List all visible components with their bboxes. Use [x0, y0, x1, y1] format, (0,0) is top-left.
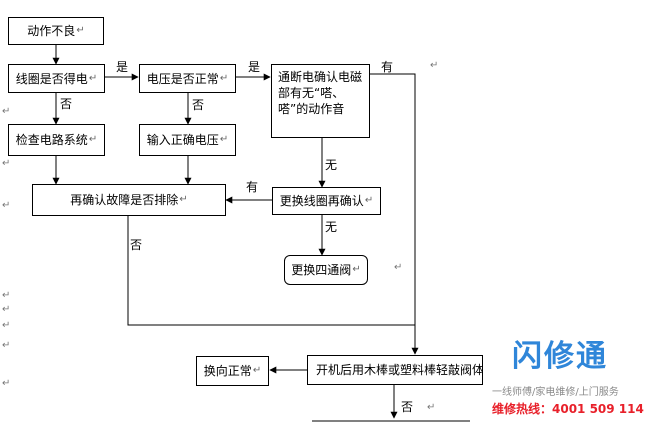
return-mark: ↵: [2, 378, 11, 389]
node-check-click-sound: 通断电确认电磁部有无“嗒、嗒”的动作音: [271, 64, 370, 138]
return-mark: ↵: [219, 134, 229, 145]
return-mark: ↵: [2, 200, 11, 211]
return-mark: ↵: [88, 134, 98, 145]
node-action-failure: 动作不良↵: [8, 17, 104, 45]
return-mark: ↵: [394, 262, 403, 273]
node-text: 电压是否正常: [146, 71, 219, 86]
return-mark: ↵: [2, 290, 11, 301]
node-replace-coil: 更换线圈再确认↵: [272, 187, 381, 215]
label-no-n3: 否: [192, 98, 205, 112]
brand-hotline: 维修热线：4001 509 114: [492, 402, 644, 416]
label-no-n2: 否: [60, 97, 73, 111]
node-text: 开机后用木棒或塑料棒轻敲阀体: [316, 363, 483, 377]
node-tap-valve: 开机后用木棒或塑料棒轻敲阀体: [307, 355, 483, 385]
return-mark: ↵: [2, 340, 11, 351]
edge-n7-no: [127, 216, 415, 326]
label-have-n4: 有: [381, 60, 394, 74]
node-reversing-normal: 换向正常↵: [196, 356, 269, 386]
return-mark: ↵: [352, 264, 361, 275]
return-mark: ↵: [219, 72, 229, 84]
node-text: 线圈是否得电: [15, 71, 88, 86]
label-have-n8: 有: [246, 180, 259, 194]
return-mark: ↵: [252, 365, 262, 376]
node-text: 更换四通阀: [291, 263, 352, 277]
brand-slogan: 一线师傅/家电维修/上门服务: [492, 387, 619, 398]
node-text: 检查电路系统: [15, 133, 88, 147]
label-no-n11: 否: [401, 400, 414, 414]
node-voltage-normal: 电压是否正常↵: [139, 64, 236, 93]
return-mark: ↵: [430, 60, 439, 71]
node-replace-valve: 更换四通阀↵: [284, 255, 368, 285]
return-mark: ↵: [2, 106, 11, 117]
label-none-n4: 无: [325, 158, 338, 172]
label-yes-n2-n3: 是: [116, 60, 129, 74]
node-check-circuit: 检查电路系统↵: [8, 124, 105, 156]
label-yes-n3-n4: 是: [248, 60, 261, 74]
return-mark: ↵: [364, 195, 374, 206]
node-input-voltage: 输入正确电压↵: [139, 124, 236, 156]
label-no-n7: 否: [130, 238, 143, 252]
node-reconfirm-fault: 再确认故障是否排除↵: [32, 184, 226, 216]
return-mark: ↵: [2, 320, 11, 331]
label-none-n8: 无: [325, 220, 338, 234]
return-mark: ↵: [88, 72, 98, 84]
return-mark: ↵: [76, 25, 85, 36]
node-text: 更换线圈再确认: [279, 194, 364, 208]
brand-logo-text: 闪修通: [512, 339, 608, 374]
node-text: 动作不良: [27, 24, 76, 38]
node-coil-powered: 线圈是否得电↵: [8, 64, 105, 93]
node-text: 再确认故障是否排除: [70, 193, 179, 207]
return-mark: ↵: [2, 304, 11, 315]
return-mark: ↵: [2, 158, 11, 169]
node-text: 通断电确认电磁部有无“嗒、嗒”的动作音: [278, 70, 363, 116]
return-mark: ↵: [427, 402, 436, 413]
return-mark: ↵: [179, 194, 188, 205]
edge-n4-have: [370, 73, 416, 325]
node-text: 输入正确电压: [146, 133, 219, 147]
node-text: 换向正常: [203, 364, 252, 378]
